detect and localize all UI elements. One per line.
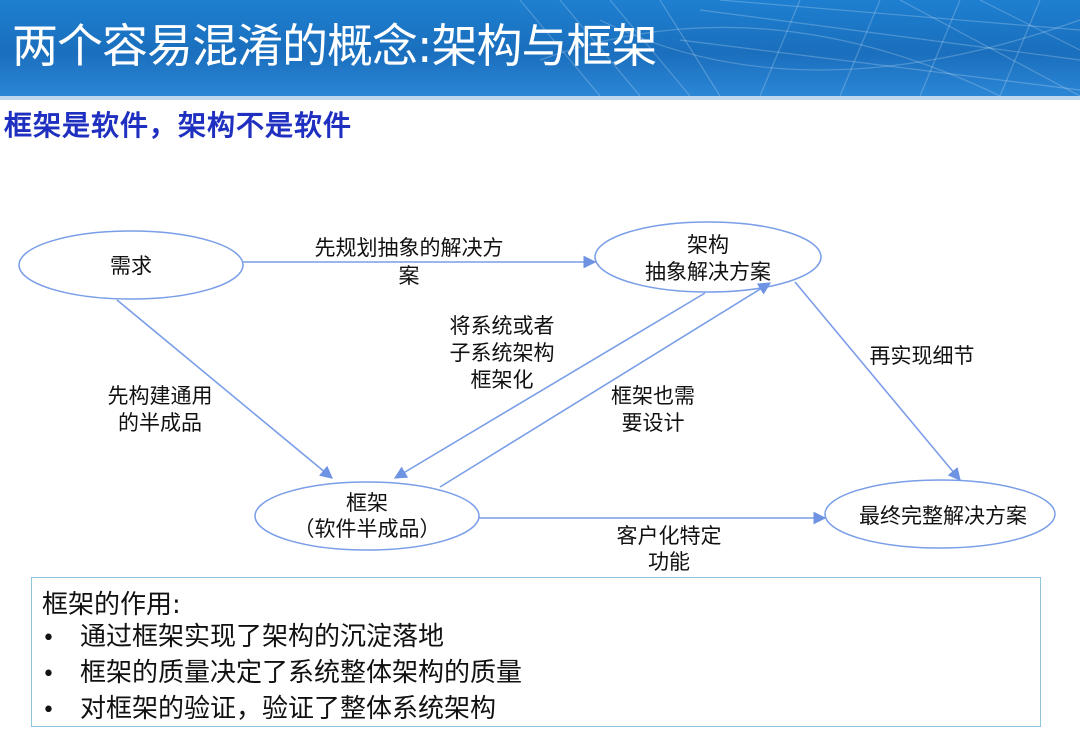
edge-req-to-framework-label-1: 先构建通用 [108,384,213,408]
node-framework-label-1: 框架 [346,491,388,515]
edge-framework-to-final-label-1: 客户化特定 [617,524,722,548]
edge-framework-to-arch-label-2: 要设计 [622,411,685,435]
edge-req-to-arch-label-2: 案 [399,264,420,288]
framework-role-heading: 框架的作用: [42,590,181,620]
framework-role-box: 框架的作用: • 通过框架实现了架构的沉淀落地 • 框架的质量决定了系统整体架构的质… [31,577,1041,727]
arrow-arch-to-final [794,281,961,481]
edge-arch-to-framework-label-2: 子系统架构 [450,341,555,365]
node-requirement-label: 需求 [110,254,152,278]
list-item-text: 通过框架实现了架构的沉淀落地 [80,622,445,652]
list-item: • 通过框架实现了架构的沉淀落地 [42,620,522,656]
title-banner: 两个容易混淆的概念:架构与框架 [0,0,1080,96]
banner-decoration-lines [519,0,1080,96]
edge-req-to-arch-label-1: 先规划抽象的解决方 [315,236,504,260]
list-item: • 对框架的验证，验证了整体系统架构 [42,692,522,728]
bullet-icon: • [42,626,55,651]
list-item-text: 对框架的验证，验证了整体系统架构 [80,694,497,724]
edge-req-to-framework-label-2: 的半成品 [118,411,202,435]
bullet-icon: • [42,698,55,723]
edge-framework-to-final-label-2: 功能 [648,550,690,574]
arrow-framework-to-arch [439,282,772,488]
list-item: • 框架的质量决定了系统整体架构的质量 [42,656,522,692]
banner-rule [0,96,1080,100]
node-architecture-label-2: 抽象解决方案 [645,260,771,284]
arrow-arch-to-framework [393,292,706,479]
node-architecture-label-1: 架构 [687,233,729,257]
edge-framework-to-arch-label-1: 框架也需 [611,384,695,408]
node-framework [254,481,480,551]
framework-role-list: • 通过框架实现了架构的沉淀落地 • 框架的质量决定了系统整体架构的质量 • 对框架的… [42,620,522,728]
node-framework-label-2: （软件半成品） [294,517,441,541]
list-item-text: 框架的质量决定了系统整体架构的质量 [80,658,523,688]
arrow-req-to-framework [116,299,333,479]
edge-arch-to-framework-label-1: 将系统或者 [450,314,555,338]
bullet-icon: • [42,662,55,687]
edge-arch-to-framework-label-3: 框架化 [471,368,534,392]
slide-title: 两个容易混淆的概念:架构与框架 [12,19,657,73]
slide-subtitle: 框架是软件，架构不是软件 [4,109,353,142]
node-final-solution-label: 最终完整解决方案 [859,504,1027,528]
node-requirement [18,230,244,300]
edge-arch-to-final-label: 再实现细节 [870,344,975,368]
